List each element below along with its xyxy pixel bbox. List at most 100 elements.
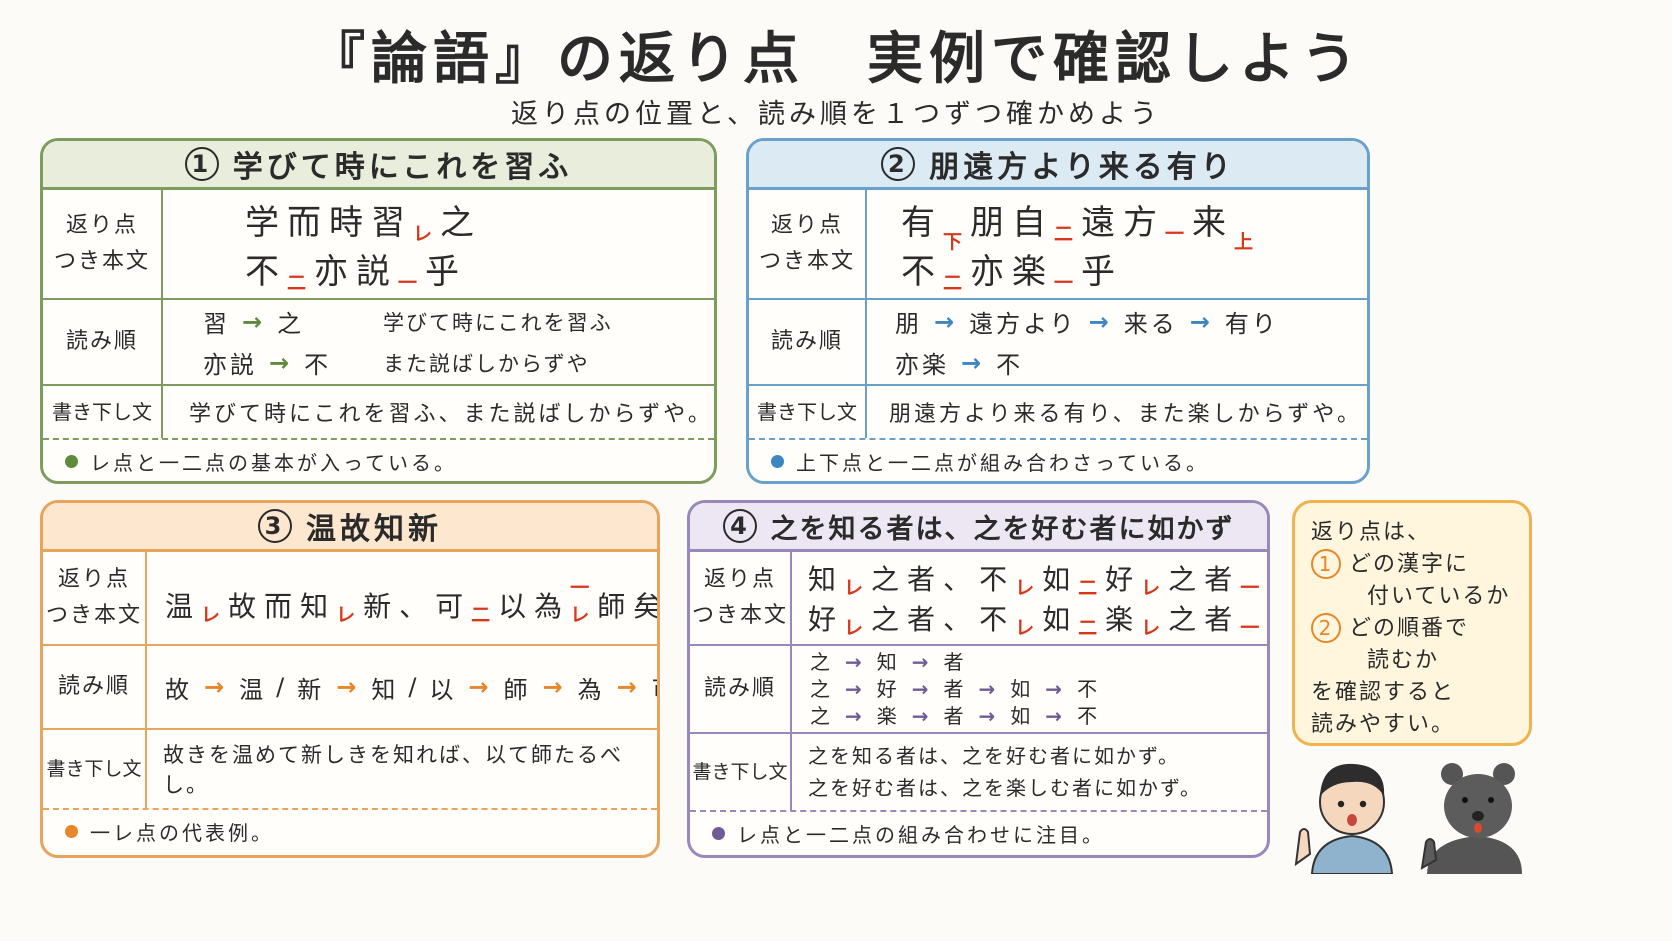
kanji-char: 故 bbox=[228, 590, 257, 623]
kanji-char: 為 bbox=[534, 590, 563, 623]
kanji-char: 習 bbox=[371, 203, 405, 243]
kanji-char: 不 bbox=[245, 252, 279, 292]
return-mark: 下 bbox=[943, 231, 963, 253]
card-4: 4 之を知る者は、之を好む者に如かず 返り点つき本文 知レ之者、不レ如二好レ之者… bbox=[687, 500, 1270, 858]
kanji-char: 知 bbox=[300, 590, 329, 623]
order-item: 亦楽 bbox=[895, 351, 949, 379]
kanbun-line: 不二亦楽一乎 bbox=[901, 244, 1367, 294]
order-item: 新 bbox=[297, 675, 325, 704]
arrow-icon: → bbox=[542, 673, 566, 701]
text-row: 返り点つき本文 知レ之者、不レ如二好レ之者一好レ之者、不レ如二楽レ之者一 bbox=[690, 552, 1267, 646]
kanbun-text: 温レ故而知レ新、可二以為一レ師矣 bbox=[147, 552, 657, 644]
kanbun-text: 学而時習レ之不二亦説一乎 bbox=[163, 190, 714, 298]
kakikudashi-text: 故きを温めて新しきを知れば、以て師たるべし。 bbox=[163, 743, 623, 797]
kanji-char: 来 bbox=[1192, 203, 1227, 243]
return-mark: 二 bbox=[287, 272, 307, 294]
kanji-char: 不 bbox=[901, 252, 935, 292]
kanji-char: 而 bbox=[264, 590, 293, 623]
return-mark: レ bbox=[201, 604, 221, 626]
card-note: 上下点と一二点が組み合わさっている。 bbox=[749, 440, 1367, 481]
order-row: 読み順 朋→遠方より→来る→有り亦楽→不 bbox=[749, 300, 1367, 386]
return-mark: 二 bbox=[1054, 223, 1074, 245]
kanbun-text: 知レ之者、不レ如二好レ之者一好レ之者、不レ如二楽レ之者一 bbox=[792, 552, 1267, 644]
order-item: 故 bbox=[165, 675, 192, 704]
kanbun-line: 知レ之者、不レ如二好レ之者一 bbox=[808, 558, 1267, 599]
arrow-icon: → bbox=[1045, 676, 1066, 701]
kanji-char: 温 bbox=[165, 590, 194, 623]
order-item: 之 bbox=[810, 703, 833, 728]
boy-illustration bbox=[1294, 763, 1394, 874]
kanji-char: 楽 bbox=[1012, 252, 1047, 292]
kanji-char: 而 bbox=[287, 203, 321, 243]
kanji-char: 朋 bbox=[970, 203, 1005, 243]
arrow-icon: → bbox=[911, 649, 932, 674]
card-note: レ点と一二点の組み合わせに注目。 bbox=[690, 812, 1267, 854]
text-row: 返り点つき本文 有下朋自二遠方一来上不二亦楽一乎 bbox=[749, 190, 1367, 300]
kanbun-text: 有下朋自二遠方一来上不二亦楽一乎 bbox=[867, 190, 1367, 298]
card-3-header: 3 温故知新 bbox=[43, 503, 657, 552]
kanbun-line: 不二亦説一乎 bbox=[245, 244, 714, 294]
arrow-icon: → bbox=[1045, 703, 1066, 728]
text-row: 返り点つき本文 温レ故而知レ新、可二以為一レ師矣 bbox=[43, 552, 657, 646]
kakikudashi-text: 学びて時にこれを習ふ、また説ばしからずや。 bbox=[189, 402, 713, 427]
order-sequence: 朋→遠方より→来る→有り bbox=[895, 304, 1367, 339]
return-mark: 一 bbox=[398, 272, 418, 294]
arrow-icon: → bbox=[978, 703, 999, 728]
bullet-icon bbox=[65, 454, 78, 468]
arrow-icon: → bbox=[911, 676, 932, 701]
card-2-header: 2 朋遠方より来る有り bbox=[749, 141, 1367, 190]
arrow-icon: → bbox=[934, 307, 958, 336]
card-4-number: 4 bbox=[722, 509, 757, 543]
return-mark: レ bbox=[1141, 577, 1161, 599]
card-3-title: 温故知新 bbox=[306, 512, 442, 547]
text-label: 返り点つき本文 bbox=[43, 552, 147, 644]
order-label: 読み順 bbox=[749, 300, 867, 384]
kakikudashi-label: 書き下し文 bbox=[749, 386, 867, 438]
kakikudashi-text: 朋遠方より来る有り、また楽しからずや。 bbox=[889, 402, 1363, 427]
return-mark: レ bbox=[844, 617, 864, 639]
order-item: 温 bbox=[239, 675, 267, 704]
card-2-title: 朋遠方より来る有り bbox=[929, 150, 1235, 185]
kanji-char: 以 bbox=[498, 590, 527, 623]
order-sequence: 之→好→者→如→不 bbox=[810, 676, 1267, 703]
order-item: 知 bbox=[876, 649, 900, 674]
order-item: 者 bbox=[943, 649, 967, 674]
separator: / bbox=[408, 673, 420, 701]
return-mark: 一 bbox=[1054, 272, 1074, 294]
circle-number: 2 bbox=[1311, 613, 1341, 643]
order-item: 知 bbox=[371, 675, 399, 704]
return-mark: レ bbox=[336, 604, 356, 626]
order-item: 者 bbox=[943, 703, 967, 728]
order-row: 読み順 故→温/新→知/以→師→為→可 bbox=[43, 646, 657, 730]
kanji-char: 有 bbox=[901, 203, 935, 243]
return-mark: 二 bbox=[943, 272, 963, 294]
return-mark: レ bbox=[1141, 617, 1161, 639]
order-row: 読み順 之→知→者之→好→者→如→不之→楽→者→如→不 bbox=[690, 646, 1267, 734]
reading-order: 之→知→者之→好→者→如→不之→楽→者→如→不 bbox=[792, 646, 1267, 732]
kanji-char: 方 bbox=[1123, 203, 1158, 243]
card-4-title: 之を知る者は、之を好む者に如かず bbox=[770, 513, 1235, 545]
order-item: 以 bbox=[429, 675, 457, 704]
order-label: 読み順 bbox=[43, 300, 163, 384]
order-sequence: 亦楽→不 bbox=[895, 345, 1367, 380]
arrow-icon: → bbox=[1088, 307, 1112, 336]
order-item: 朋 bbox=[895, 310, 922, 338]
kanji-char: 自 bbox=[1012, 203, 1047, 243]
return-mark: 一 bbox=[1165, 223, 1185, 245]
kanji-char: 乎 bbox=[1081, 252, 1116, 292]
return-mark: レ bbox=[413, 223, 433, 245]
order-item: 如 bbox=[1010, 703, 1034, 728]
kanji-char: 乎 bbox=[425, 252, 460, 292]
circle-number: 1 bbox=[1311, 549, 1341, 579]
text-row: 返り点つき本文 学而時習レ之不二亦説一乎 bbox=[43, 190, 714, 300]
kanbun-line: 学而時習レ之 bbox=[245, 195, 714, 245]
return-mark: 一 bbox=[1240, 577, 1260, 599]
arrow-icon: → bbox=[911, 703, 932, 728]
kanji-char: 不 bbox=[979, 603, 1008, 636]
arrow-icon: → bbox=[845, 676, 865, 701]
kanji-char: 楽 bbox=[1105, 603, 1134, 636]
return-mark: 二 bbox=[1078, 617, 1098, 639]
kanji-char: 者 bbox=[907, 563, 936, 596]
kanbun-line: 有下朋自二遠方一来上 bbox=[901, 195, 1367, 253]
arrow-icon: → bbox=[961, 348, 985, 377]
